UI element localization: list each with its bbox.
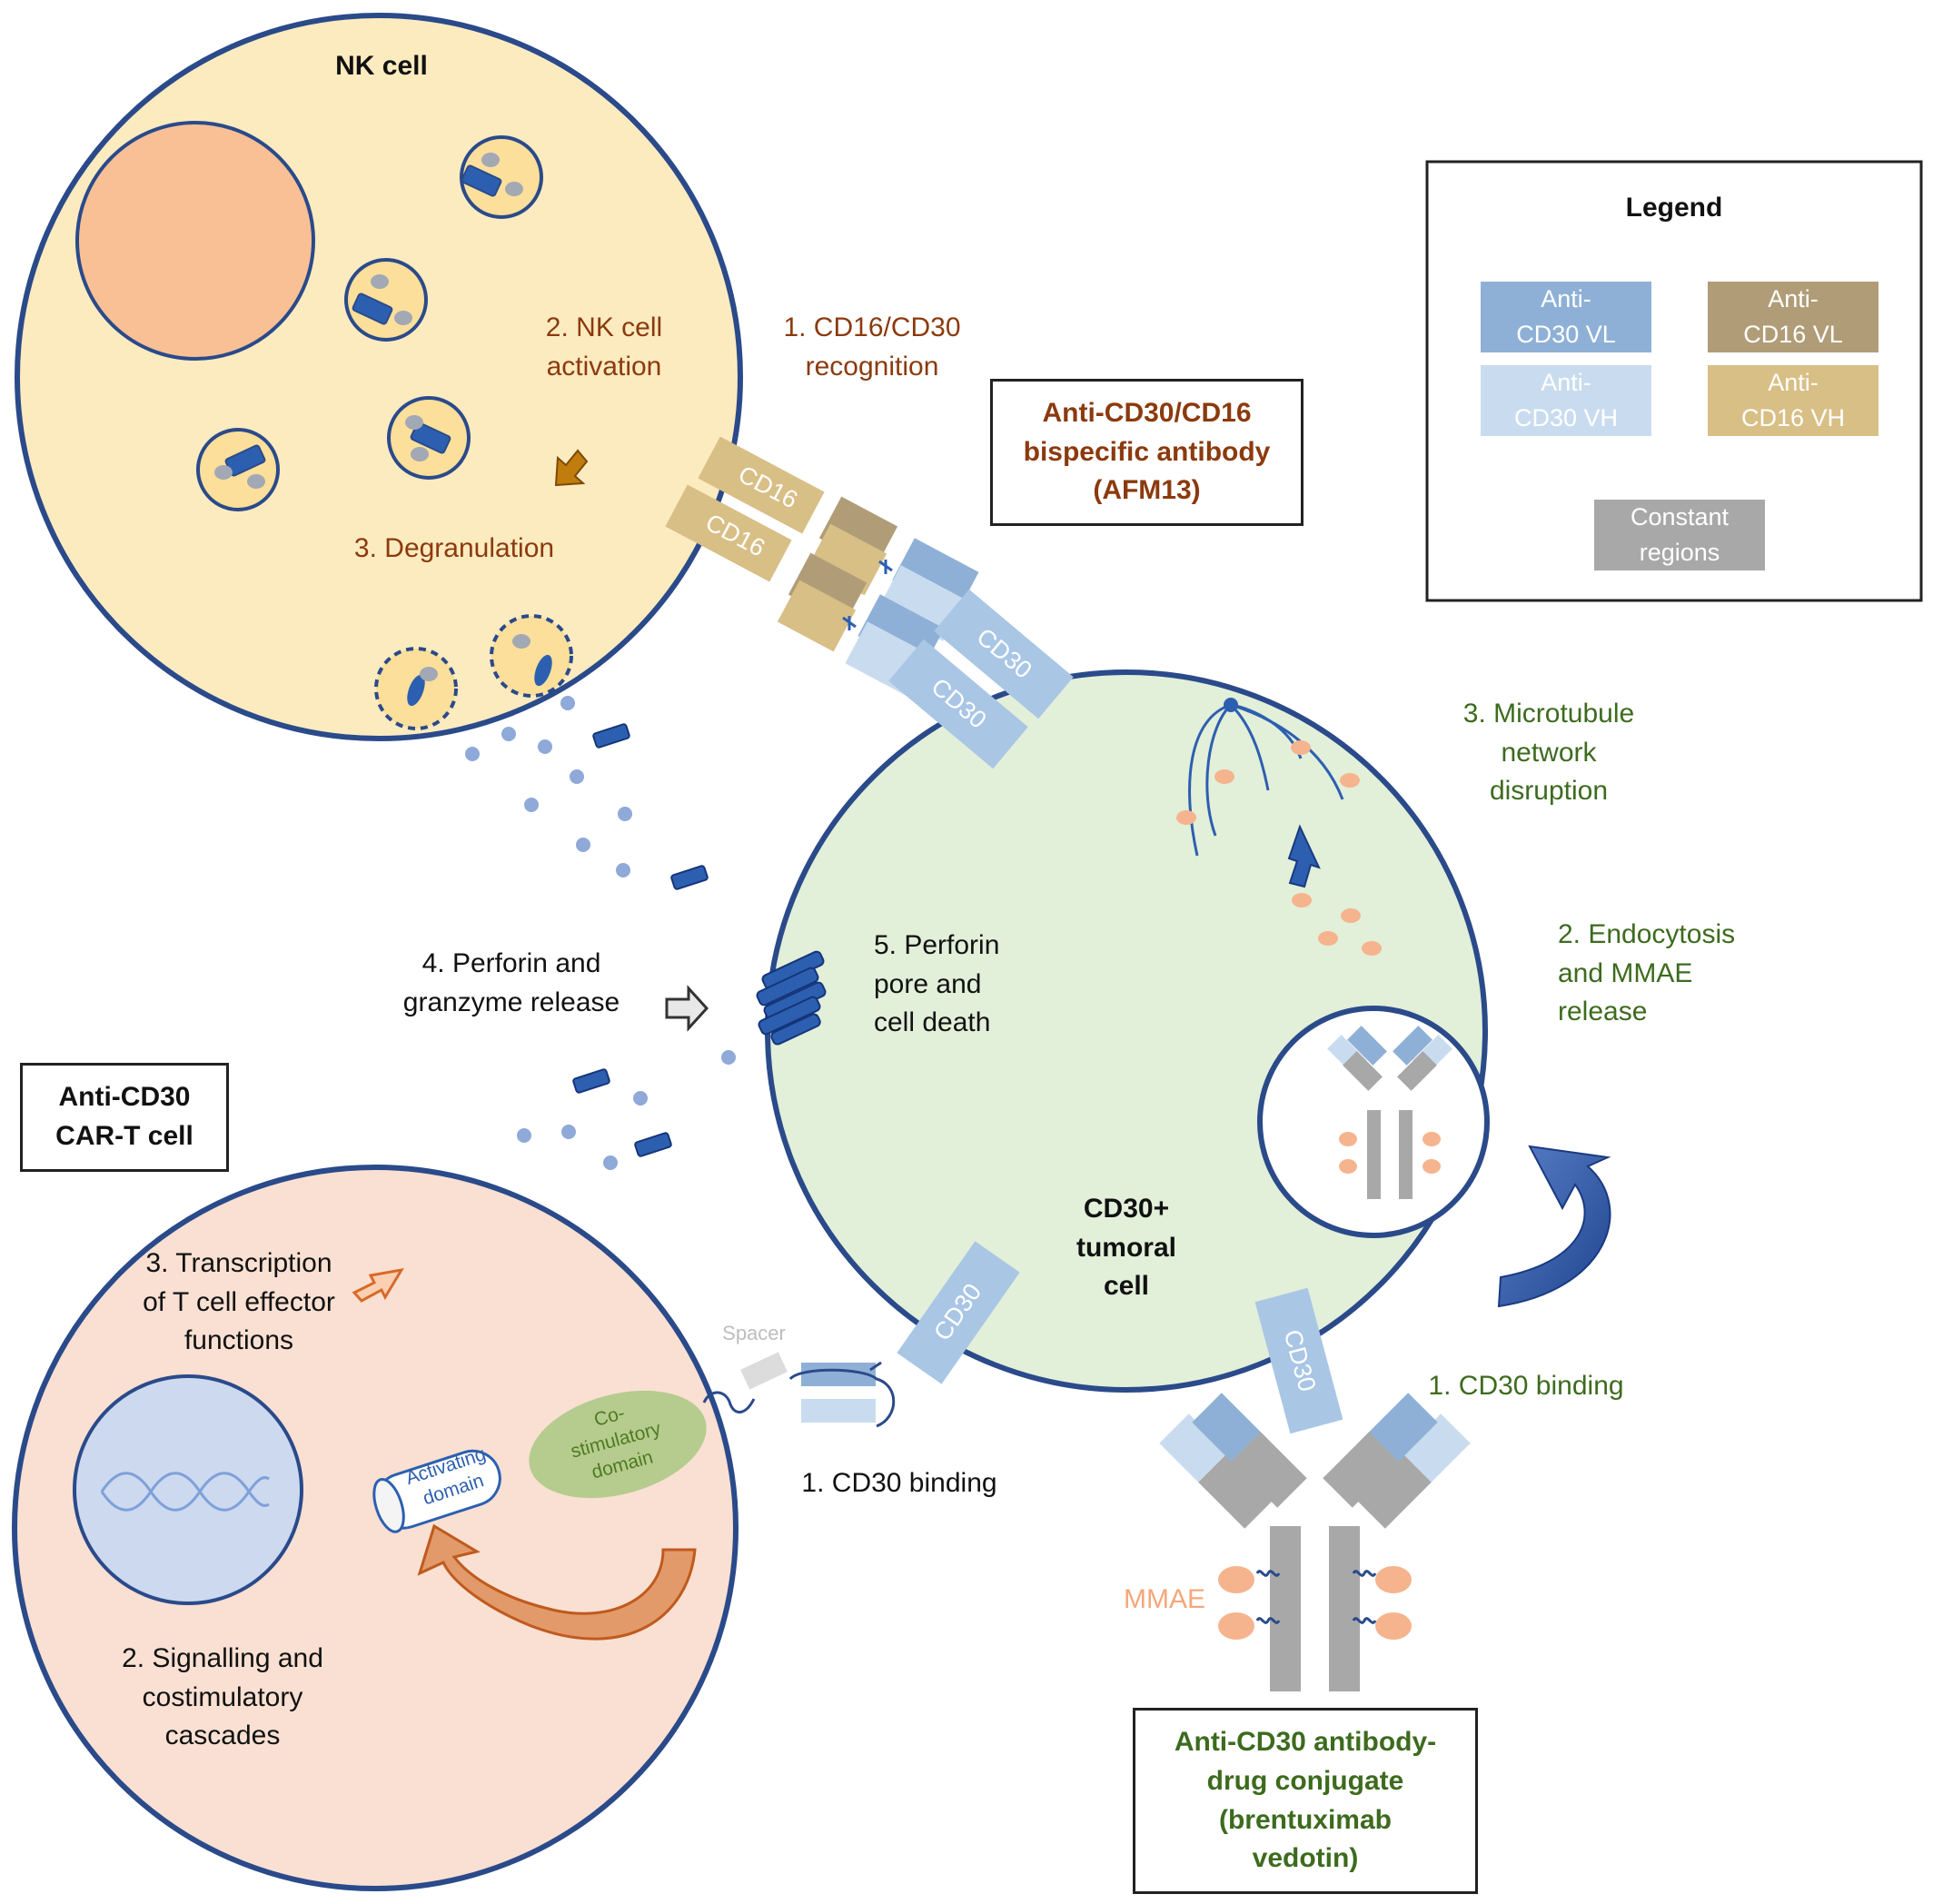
car-t-step3-label: 3. Transcription of T cell effector func… bbox=[143, 1248, 335, 1356]
car-t-cell bbox=[12, 1165, 739, 1891]
car-t-step2-label: 2. Signalling and costimulatory cascades bbox=[122, 1643, 323, 1751]
nk-step2-label: 2. NK cell activation bbox=[545, 312, 663, 382]
legend-item-cd30-vl: Anti- CD30 VL bbox=[1516, 284, 1616, 348]
legend-swatch-cd16-vh bbox=[1708, 365, 1878, 436]
adc-antibody bbox=[1159, 1393, 1471, 1691]
cd30-receptor bbox=[934, 589, 1074, 719]
adc-step3-label: 3. Microtubule network disruption bbox=[1462, 699, 1635, 807]
car-t-box: Anti-CD30 CAR-T cell bbox=[20, 1063, 229, 1172]
legend-swatch-cd30-vh bbox=[1481, 365, 1651, 436]
adc-step2-label: 2. Endocytosis and MMAE release bbox=[1558, 919, 1736, 1027]
microtubule-disruption-arrow bbox=[1287, 824, 1321, 888]
nk-activation-arrow bbox=[554, 449, 589, 487]
nk-step5-label: 5. Perforin pore and cell death bbox=[874, 930, 1000, 1038]
cd30-receptor bbox=[888, 639, 1028, 769]
bispecific-antibody-box: Anti-CD30/CD16 bispecific antibody (AFM1… bbox=[990, 379, 1304, 526]
spacer-label: Spacer bbox=[722, 1322, 786, 1344]
cd16-receptor bbox=[665, 484, 792, 582]
legend-panel bbox=[1425, 160, 1923, 602]
nk-granules bbox=[196, 135, 573, 730]
costimulatory-domain-shape bbox=[529, 1390, 707, 1499]
release-arrow bbox=[665, 985, 709, 1032]
activating-domain-shape bbox=[372, 1449, 501, 1533]
degranulating-granule bbox=[490, 614, 573, 698]
centrosome bbox=[1224, 698, 1238, 712]
tumor-cell-title: CD30+ tumoral cell bbox=[1076, 1194, 1176, 1302]
nk-cell bbox=[15, 13, 743, 741]
dna-helix-icon bbox=[100, 1472, 270, 1512]
mmae-molecules bbox=[1176, 740, 1382, 956]
nk-step1-label: 1. CD16/CD30 recognition bbox=[783, 312, 961, 382]
nk-step4-label: 4. Perforin and granzyme release bbox=[402, 948, 620, 1017]
legend-swatch-cd16-vl bbox=[1708, 282, 1878, 352]
granule bbox=[344, 258, 428, 342]
nk-step3-label: 3. Degranulation bbox=[353, 533, 555, 563]
adc-box: Anti-CD30 antibody- drug conjugate (bren… bbox=[1133, 1708, 1478, 1894]
cd30-receptor-cart bbox=[897, 1241, 1020, 1384]
mmae-label: MMAE bbox=[1124, 1584, 1205, 1614]
granule bbox=[196, 428, 280, 511]
bispecific-antibody-title: Anti-CD30/CD16 bispecific antibody (AFM1… bbox=[1023, 398, 1271, 506]
car-t-nucleus bbox=[73, 1374, 303, 1605]
car-construct bbox=[702, 1352, 896, 1428]
transcription-arrow bbox=[352, 1267, 404, 1303]
cd16-receptor bbox=[698, 436, 825, 534]
nk-nucleus bbox=[75, 121, 315, 361]
granule bbox=[387, 396, 471, 480]
nk-cell-title: NK cell bbox=[335, 51, 428, 81]
legend-item-cd16-vl: Anti- CD16 VL bbox=[1743, 284, 1843, 348]
granule bbox=[460, 135, 543, 219]
legend-item-constant: Constant regions bbox=[1630, 502, 1730, 566]
perforin-pore bbox=[756, 950, 827, 1046]
legend-item-cd30-vh: Anti- CD30 VH bbox=[1513, 368, 1619, 431]
legend-swatch-cd30-vl bbox=[1481, 282, 1651, 352]
signalling-arrow bbox=[417, 1523, 697, 1641]
car-t-title: Anti-CD30 CAR-T cell bbox=[55, 1082, 193, 1151]
legend-swatch-constant bbox=[1594, 500, 1765, 570]
cd30-receptor-adc bbox=[1254, 1287, 1343, 1434]
car-t-step1-label: 1. CD30 binding bbox=[801, 1468, 997, 1498]
adc-step1-label: 1. CD30 binding bbox=[1428, 1371, 1624, 1401]
adc-title: Anti-CD30 antibody- drug conjugate (bren… bbox=[1174, 1727, 1437, 1874]
legend-item-cd16-vh: Anti- CD16 VH bbox=[1740, 368, 1846, 431]
bispecific-antibody bbox=[665, 436, 1074, 769]
legend-title: Legend bbox=[1625, 193, 1723, 223]
degranulating-granule bbox=[374, 647, 458, 730]
microtubule-network bbox=[1188, 703, 1344, 857]
endocytosis-arrow bbox=[1497, 1145, 1611, 1308]
endosome bbox=[1257, 1006, 1490, 1238]
